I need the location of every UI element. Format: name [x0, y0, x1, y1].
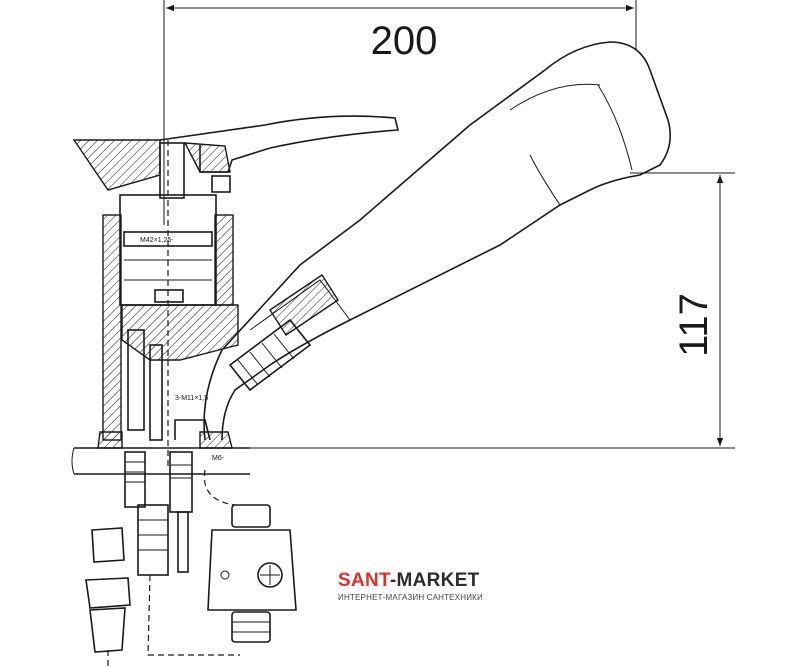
faucet-body-section: M42×1,25- 3-M11×1,5 M6-: [97, 140, 239, 470]
hose-weight: [207, 504, 297, 643]
thread-mid-label: 3-M11×1,5: [175, 395, 208, 402]
watermark: SANT-MARKET ИНТЕРНЕТ-МАГАЗИН САНТЕХНИКИ: [338, 570, 483, 602]
watermark-brand-accent: SANT: [338, 570, 390, 591]
width-dimension: 200: [163, 0, 637, 225]
width-dimension-label: 200: [371, 19, 438, 63]
watermark-subtitle: ИНТЕРНЕТ-МАГАЗИН САНТЕХНИКИ: [338, 593, 483, 602]
height-dimension-label: 117: [672, 293, 716, 357]
supply-hoses: [85, 451, 240, 667]
thread-base-label: M6-: [212, 455, 225, 462]
thread-top-label: M42×1,25-: [140, 237, 174, 244]
watermark-brand: SANT-MARKET: [338, 570, 483, 592]
height-dimension: 117: [250, 172, 735, 449]
watermark-brand-rest: -MARKET: [389, 570, 480, 591]
pull-out-spout: [203, 41, 671, 441]
lever-handle: [72, 115, 400, 199]
